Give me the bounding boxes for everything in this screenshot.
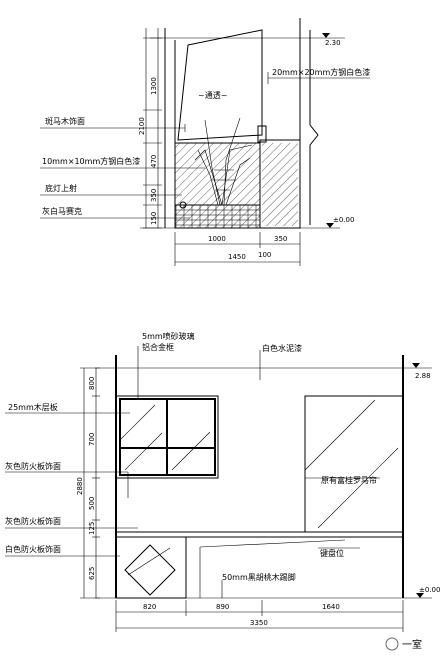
label-white-cement: 白色水泥漆 (262, 343, 302, 353)
lower-ground-elev: ±0.00 (419, 586, 440, 594)
planter-right-hatch (262, 143, 298, 226)
upper-top-elev-mark (322, 33, 330, 38)
label-white-fire: 白色防火板饰面 (5, 544, 61, 554)
upper-dim-v-3: 470 (150, 155, 158, 168)
window-glass-hatch-3 (171, 431, 211, 471)
label-down-light: 底灯上射 (45, 183, 77, 193)
cabinet-hatch (127, 547, 171, 576)
upper-dim-v-2: 2100 (138, 117, 146, 135)
lower-dim-v-1: 800 (88, 377, 96, 390)
upper-dim-v-4: 350 (150, 189, 158, 202)
upper-dim-ticks (143, 37, 162, 229)
glass-panel (177, 29, 263, 141)
lower-leaders (5, 346, 380, 598)
lower-dim-v-3: 2880 (76, 477, 84, 495)
window-left-pane (119, 398, 168, 476)
label-keyboard: 键盘位 (320, 548, 344, 558)
label-gray-fire-1: 灰色防火板饰面 (5, 461, 61, 471)
label-zebra-wood: 斑马木饰面 (45, 116, 85, 126)
curtain-hatch-2 (317, 447, 399, 529)
lower-top-elev-mark (412, 363, 420, 368)
upper-dim-h-c: 100 (258, 251, 271, 259)
label-through: ~通透~ (198, 90, 227, 100)
lower-dim-ticks (80, 367, 100, 599)
label-steel-white: 20mm×20mm方钢白色漆 (272, 67, 370, 77)
upper-dim-h-a: 1000 (208, 235, 226, 243)
upper-ground-elev-mark (326, 223, 334, 228)
upper-ground-elev: ±0.00 (333, 216, 354, 224)
keyboard-tray (199, 539, 346, 548)
label-gray-mosaic: 灰白马赛克 (42, 206, 82, 216)
upper-leaders (40, 72, 370, 219)
curtain-hatch-1 (304, 399, 376, 471)
label-steel-10: 10mm×10mm方钢白色漆 (42, 156, 140, 166)
window-right-pane (166, 398, 216, 476)
plant-illustration (194, 117, 253, 206)
watermark-icon (385, 637, 399, 651)
break-line (309, 124, 319, 225)
upper-dim-h-ticks (174, 232, 301, 266)
lower-dim-h-total: 3350 (250, 619, 268, 627)
lower-dim-v-6: 625 (88, 567, 96, 580)
lower-dim-h-ticks (115, 600, 404, 632)
cabinet-diamond (124, 544, 176, 596)
label-black-walnut: 50mm黑胡桃木踢脚 (222, 572, 296, 582)
label-frame: 铝合金框 (142, 342, 174, 352)
watermark-text: 一室 (402, 638, 422, 651)
planter-cap (257, 125, 267, 143)
label-glass: 5mm喷砂玻璃 (142, 331, 195, 341)
upper-dim-v-1: 1300 (150, 77, 158, 95)
upper-top-elev: 2.30 (325, 39, 341, 47)
window-frame (115, 395, 219, 479)
lower-dim-v-5: 125 (88, 522, 96, 535)
label-wood-shelf: 25mm木层板 (8, 402, 58, 412)
label-gray-fire-2: 灰色防火板饰面 (5, 516, 61, 526)
lower-dim-h-a: 820 (143, 603, 156, 611)
lower-ground-elev-mark (416, 593, 424, 598)
lower-dim-v-4: 500 (88, 497, 96, 510)
mosaic-base (174, 204, 261, 229)
upper-elevation: 2.30 ±0.00 (40, 18, 370, 266)
curtain-panel (304, 395, 404, 533)
lower-elevation: 2.88 ±0.00 (5, 331, 440, 632)
down-light-fixture (179, 201, 187, 209)
lower-dim-h-b: 890 (216, 603, 229, 611)
lower-dim-v-2: 700 (88, 433, 96, 446)
lower-top-elev: 2.88 (415, 372, 431, 380)
upper-dim-v-5: 150 (150, 212, 158, 225)
label-poster: 原有富桂罗马帘 (321, 475, 377, 485)
upper-dim-h-total: 1450 (228, 253, 246, 261)
window-glass-hatch-1 (119, 404, 156, 441)
lower-dim-h-c: 1640 (322, 603, 340, 611)
watermark: 一室 (385, 637, 422, 651)
upper-dim-h-b: 350 (274, 235, 287, 243)
window-glass-hatch-2 (124, 432, 163, 471)
